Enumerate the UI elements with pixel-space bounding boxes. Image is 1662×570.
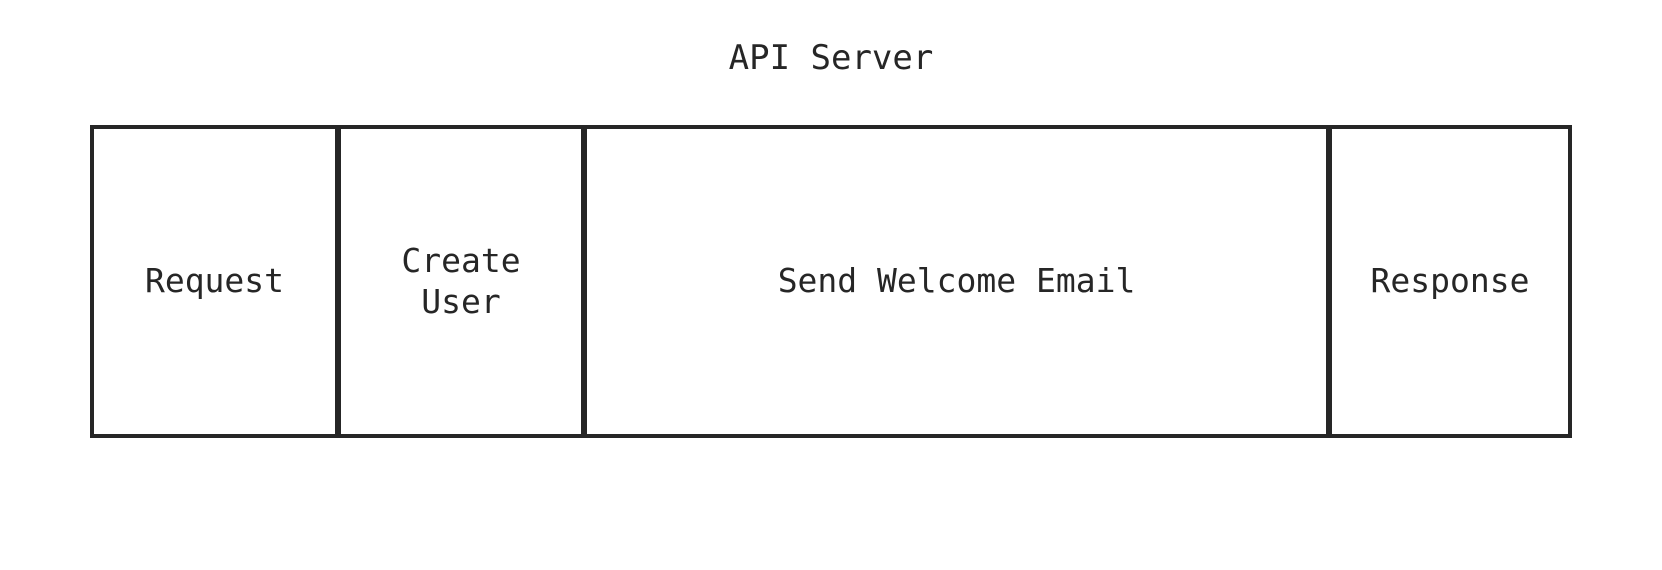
span-create-user: Create User — [337, 125, 585, 438]
span-send-welcome-email: Send Welcome Email — [583, 125, 1330, 438]
span-request: Request — [90, 125, 339, 438]
span-response: Response — [1328, 125, 1572, 438]
diagram-title: API Server — [728, 38, 934, 78]
span-response-label: Response — [1370, 261, 1530, 301]
span-create-user-label: Create User — [401, 241, 521, 321]
span-send-welcome-email-label: Send Welcome Email — [777, 261, 1136, 301]
span-request-label: Request — [144, 261, 285, 301]
